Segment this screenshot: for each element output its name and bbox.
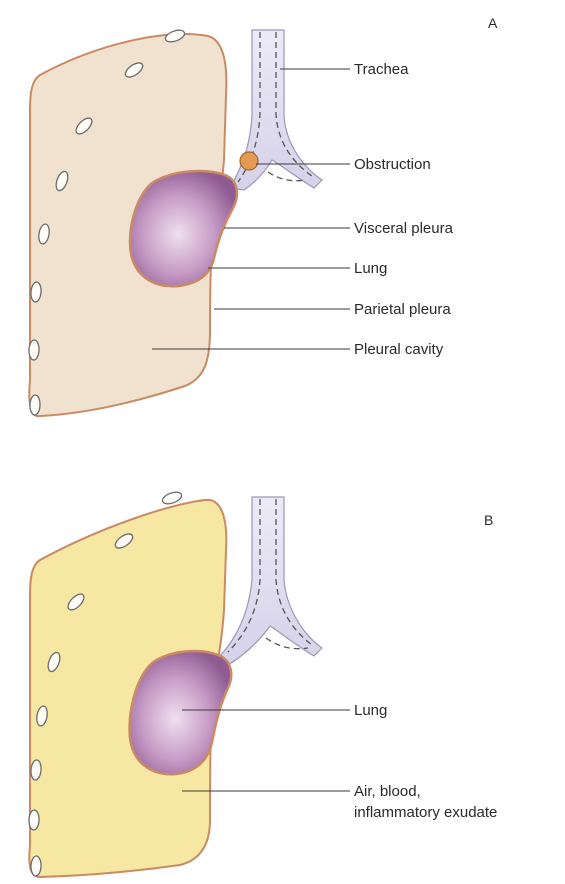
label-pleural-cavity: Pleural cavity bbox=[354, 341, 444, 358]
collapsed-lung-b bbox=[130, 651, 232, 774]
panel-a: A Trachea Obstructi bbox=[29, 15, 498, 416]
label-visceral-pleura: Visceral pleura bbox=[354, 220, 454, 237]
obstruction-a bbox=[240, 152, 258, 170]
panel-b: B Lung Air, blood, inflammatory exudate bbox=[29, 490, 498, 877]
panel-letter-a: A bbox=[488, 15, 498, 31]
panel-letter-b: B bbox=[484, 512, 493, 528]
label-lung-a: Lung bbox=[354, 260, 387, 277]
label-obstruction: Obstruction bbox=[354, 156, 431, 173]
label-fluid-line2: inflammatory exudate bbox=[354, 804, 497, 821]
label-trachea: Trachea bbox=[354, 61, 409, 78]
label-lung-b: Lung bbox=[354, 702, 387, 719]
label-fluid-line1: Air, blood, bbox=[354, 783, 421, 800]
collapsed-lung-a bbox=[130, 171, 237, 286]
label-parietal-pleura: Parietal pleura bbox=[354, 301, 451, 318]
